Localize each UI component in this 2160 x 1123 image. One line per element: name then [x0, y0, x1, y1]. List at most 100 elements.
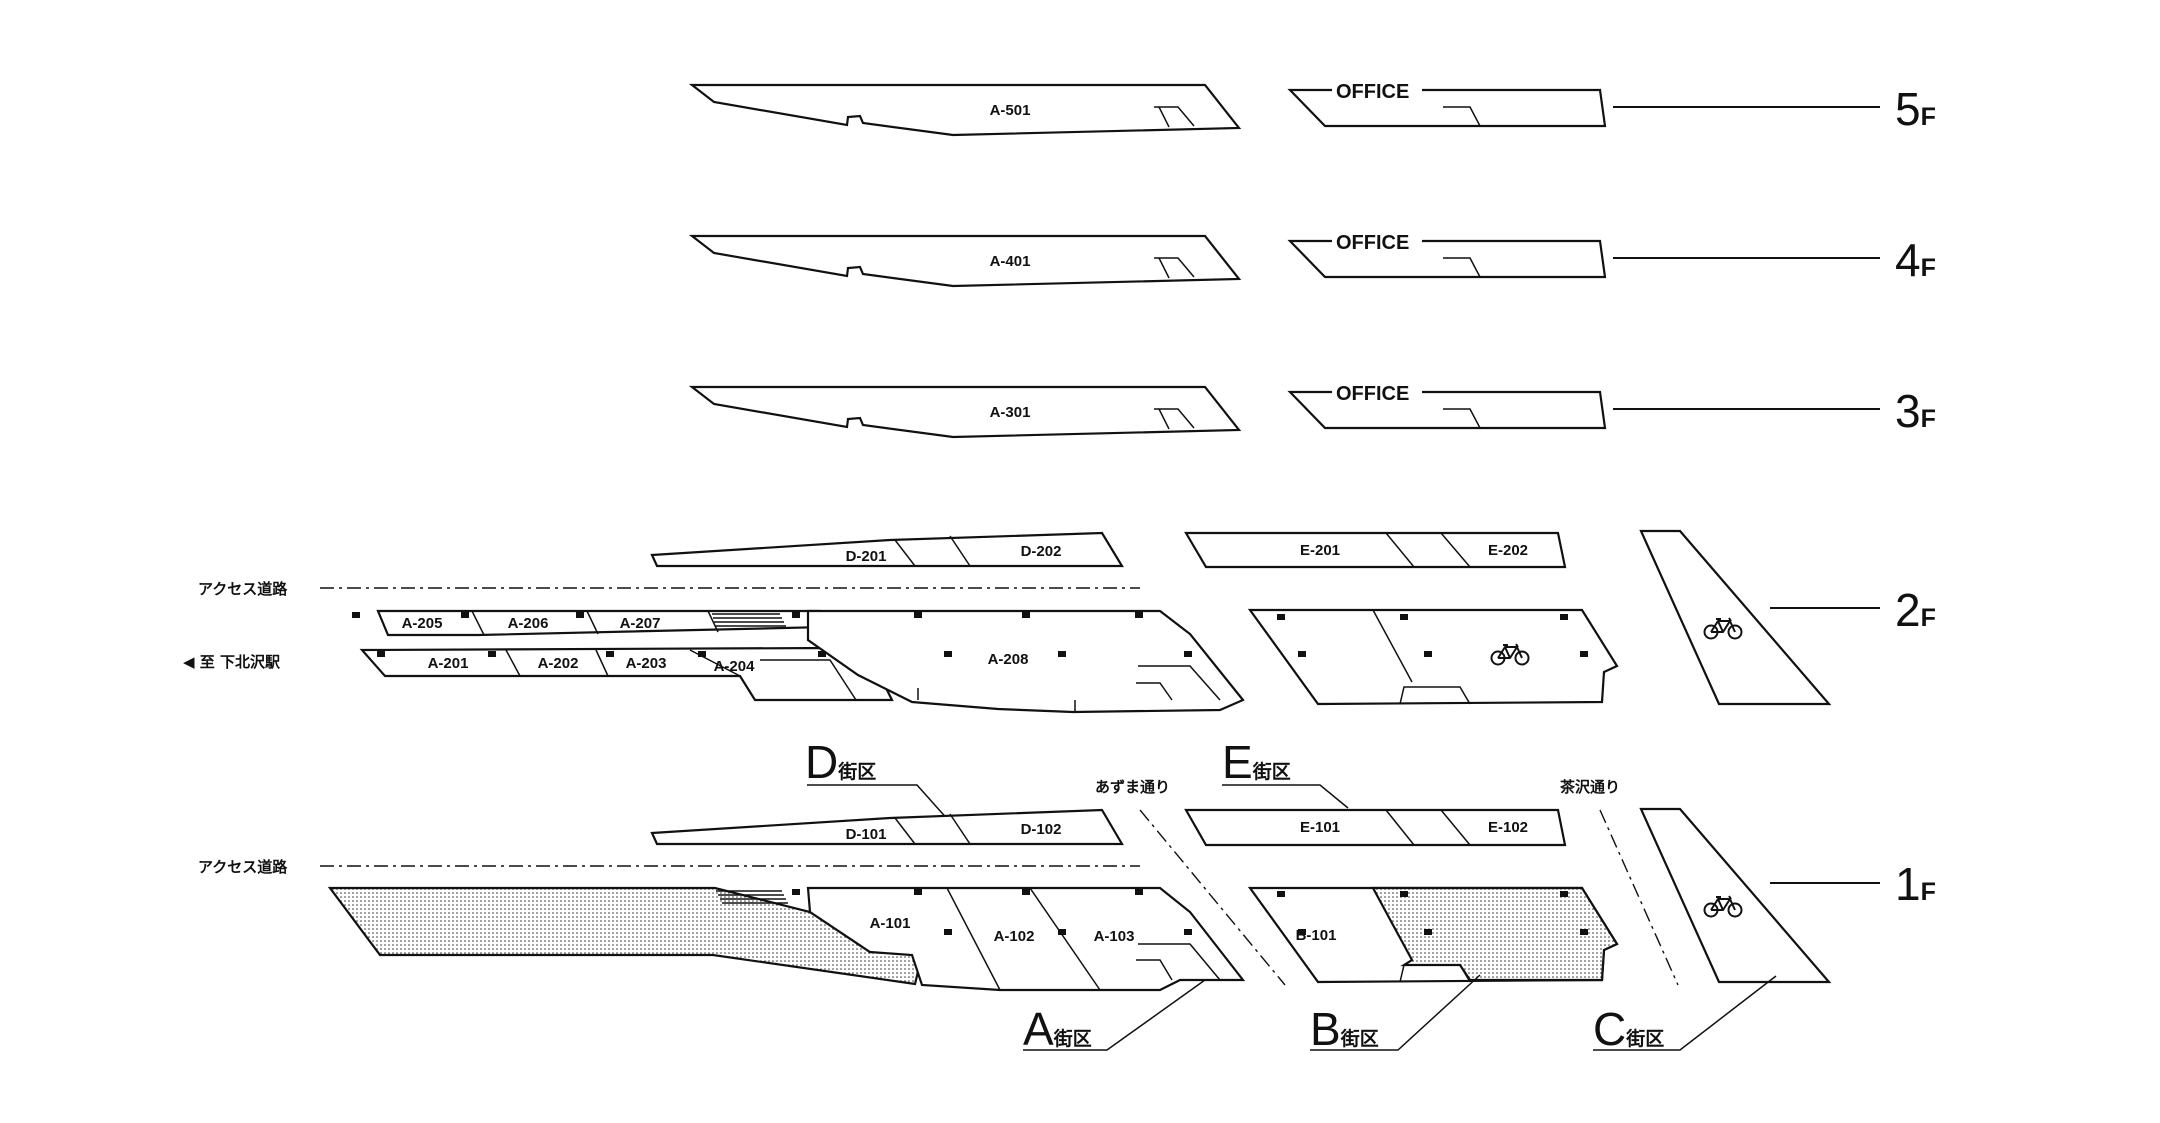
a-2f-top-div2: [586, 610, 599, 635]
svg-text:D街区: D街区: [805, 736, 876, 788]
plan-a-501: [688, 83, 1242, 137]
svg-text:C街区: C街区: [1593, 1003, 1664, 1055]
a-1f-div1: [946, 887, 1001, 991]
a-208-core: [1138, 665, 1221, 701]
d-1f-div1: [894, 817, 916, 845]
leader-c: [1593, 975, 1777, 1051]
core-3-a-line: [1158, 408, 1170, 430]
svg-text:A街区: A街区: [1023, 1003, 1092, 1055]
plan-a-301: [688, 385, 1242, 439]
chazawa-street-line: [1599, 809, 1679, 986]
d-2f-div2: [949, 535, 971, 567]
unit-a-101: A-101: [870, 915, 911, 932]
e-2f-div2: [1440, 532, 1471, 568]
b-1f-room: [1399, 964, 1471, 983]
floor-2: D-201 D-202 E-201 E-202 2F アクセス道路 ◀ 至 下北…: [183, 529, 1936, 714]
a-1f-core: [1138, 943, 1221, 981]
plan-e-1f: [1184, 808, 1567, 847]
marks-a-2f: [352, 612, 1192, 657]
chazawa-street-label: 茶沢通り: [1560, 778, 1620, 796]
leader-d: [807, 784, 951, 823]
a-2f-top-div3: [707, 610, 719, 633]
unit-a-205: A-205: [402, 615, 443, 632]
a-2f-bot-room: [760, 659, 857, 701]
unit-a-301: A-301: [990, 404, 1031, 421]
a-208-core2: [1136, 682, 1173, 701]
stairs-2f: [712, 613, 786, 627]
a-2f-bot-div1: [505, 649, 521, 677]
unit-d-101: D-101: [846, 826, 887, 843]
svg-text:B街区: B街区: [1310, 1003, 1379, 1055]
leader-a: [1023, 979, 1206, 1051]
a-1f-div2: [1029, 887, 1101, 991]
unit-a-201: A-201: [428, 655, 469, 672]
leader-e: [1222, 784, 1349, 809]
unit-a-206: A-206: [508, 615, 549, 632]
floor-label-3f: 3F: [1895, 385, 1936, 437]
unit-a-208: A-208: [988, 651, 1029, 668]
office-label-bg-5: [1332, 80, 1422, 100]
core-3-a: [1154, 408, 1195, 429]
plan-a-1f: [806, 886, 1246, 992]
plan-a-2f-top: [376, 609, 830, 637]
access-road-label-2f: アクセス道路: [198, 580, 288, 598]
plan-d-1f: [650, 808, 1124, 846]
d-2f-div1: [894, 539, 916, 567]
block-label-e: E街区: [1222, 736, 1349, 809]
floor-4: A-401 OFFICE 4F: [688, 231, 1936, 288]
office-label-5: OFFICE: [1336, 81, 1409, 103]
core-5-a: [1154, 106, 1195, 127]
office-label-bg-3: [1332, 382, 1422, 402]
floor-5: A-501 OFFICE 5F: [688, 80, 1936, 137]
azuma-street-line: [1139, 809, 1286, 986]
unit-d-202: D-202: [1021, 543, 1062, 560]
floor-label-2f: 2F: [1895, 584, 1936, 636]
e-2f-div1: [1385, 532, 1415, 568]
leader-b: [1310, 974, 1481, 1051]
unit-e-202: E-202: [1488, 542, 1528, 559]
floor-3: A-301 OFFICE 3F: [688, 382, 1936, 439]
marks-b-2f: [1277, 614, 1588, 657]
floor-label-4f: 4F: [1895, 234, 1936, 286]
plan-e-2f: [1184, 531, 1567, 569]
stairs-1f: [716, 890, 788, 904]
unit-a-203: A-203: [626, 655, 667, 672]
svg-text:E街区: E街区: [1222, 736, 1291, 788]
block-label-a: A街区: [1023, 979, 1206, 1055]
unit-a-202: A-202: [538, 655, 579, 672]
e-1f-div1: [1385, 809, 1415, 846]
a-1f-core2: [1136, 959, 1173, 981]
azuma-street-label: あずま通り: [1095, 778, 1170, 796]
unit-a-501: A-501: [990, 102, 1031, 119]
office-label-3: OFFICE: [1336, 383, 1409, 405]
block-label-b: B街区: [1310, 974, 1481, 1055]
core-office-5: [1443, 106, 1481, 127]
plan-c-1f: [1639, 807, 1832, 984]
marks-b-1f: [1277, 891, 1588, 935]
access-road-label-1f: アクセス道路: [198, 858, 288, 876]
plan-a-208: [806, 609, 1245, 714]
block-label-c: C街区: [1593, 975, 1777, 1055]
a-2f-bot-div2: [595, 649, 609, 677]
plan-a-401: [688, 234, 1242, 288]
b-2f-room: [1399, 686, 1471, 705]
floor-label-1f: 1F: [1895, 858, 1936, 910]
a-2f-top-div1: [471, 610, 485, 636]
marks-a-1f: [792, 889, 1192, 935]
floor-label-5f: 5F: [1895, 83, 1936, 135]
to-station-label: ◀ 至 下北沢駅: [183, 653, 281, 671]
unit-a-204: A-204: [714, 658, 756, 675]
core-5-a-line: [1158, 106, 1170, 128]
unit-a-103: A-103: [1094, 928, 1135, 945]
unit-e-101: E-101: [1300, 819, 1340, 836]
unit-a-102: A-102: [994, 928, 1035, 945]
e-1f-div2: [1440, 809, 1471, 846]
office-label-bg-4: [1332, 231, 1422, 251]
core-4-a: [1154, 257, 1195, 278]
core-4-a-line: [1158, 257, 1170, 279]
d-1f-div2: [949, 813, 971, 845]
unit-a-401: A-401: [990, 253, 1031, 270]
plan-d-2f: [650, 531, 1124, 568]
b-2f-div: [1372, 609, 1413, 683]
